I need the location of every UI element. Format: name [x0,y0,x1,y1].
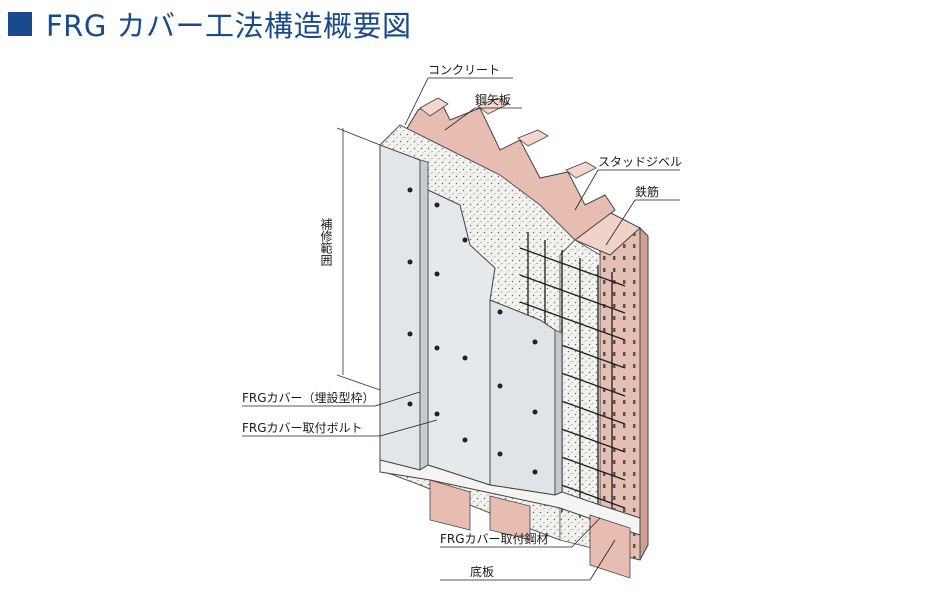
frg-cover-panels [379,144,563,496]
label-repair-range: 補修範囲 [319,218,333,266]
page-title: FRG カバー工法構造概要図 [46,9,412,43]
frg-base [379,459,641,579]
label-base-plate: 底板 [470,564,494,579]
label-frg-cover-form: FRGカバー（埋設型枠） [242,390,375,405]
leader-lines [242,77,680,581]
label-rebar: 鉄筋 [635,184,659,199]
title-block: FRG カバー工法構造概要図 [8,2,412,46]
frg-cover-bolts [407,187,538,475]
label-steel-sheet-pile: 鋼矢板 [475,93,511,107]
label-concrete: コンクリート [428,63,500,77]
label-frg-cover-steel: FRGカバー取付鋼材 [440,532,549,546]
title-square-icon [8,12,32,36]
sheet-pile-top [399,97,616,241]
repair-range-dimension [336,127,381,391]
label-frg-cover-bolt: FRGカバー取付ボルト [242,421,363,435]
rebar-grid [519,232,626,530]
label-stud-dowel: スタッドジベル [598,155,682,169]
